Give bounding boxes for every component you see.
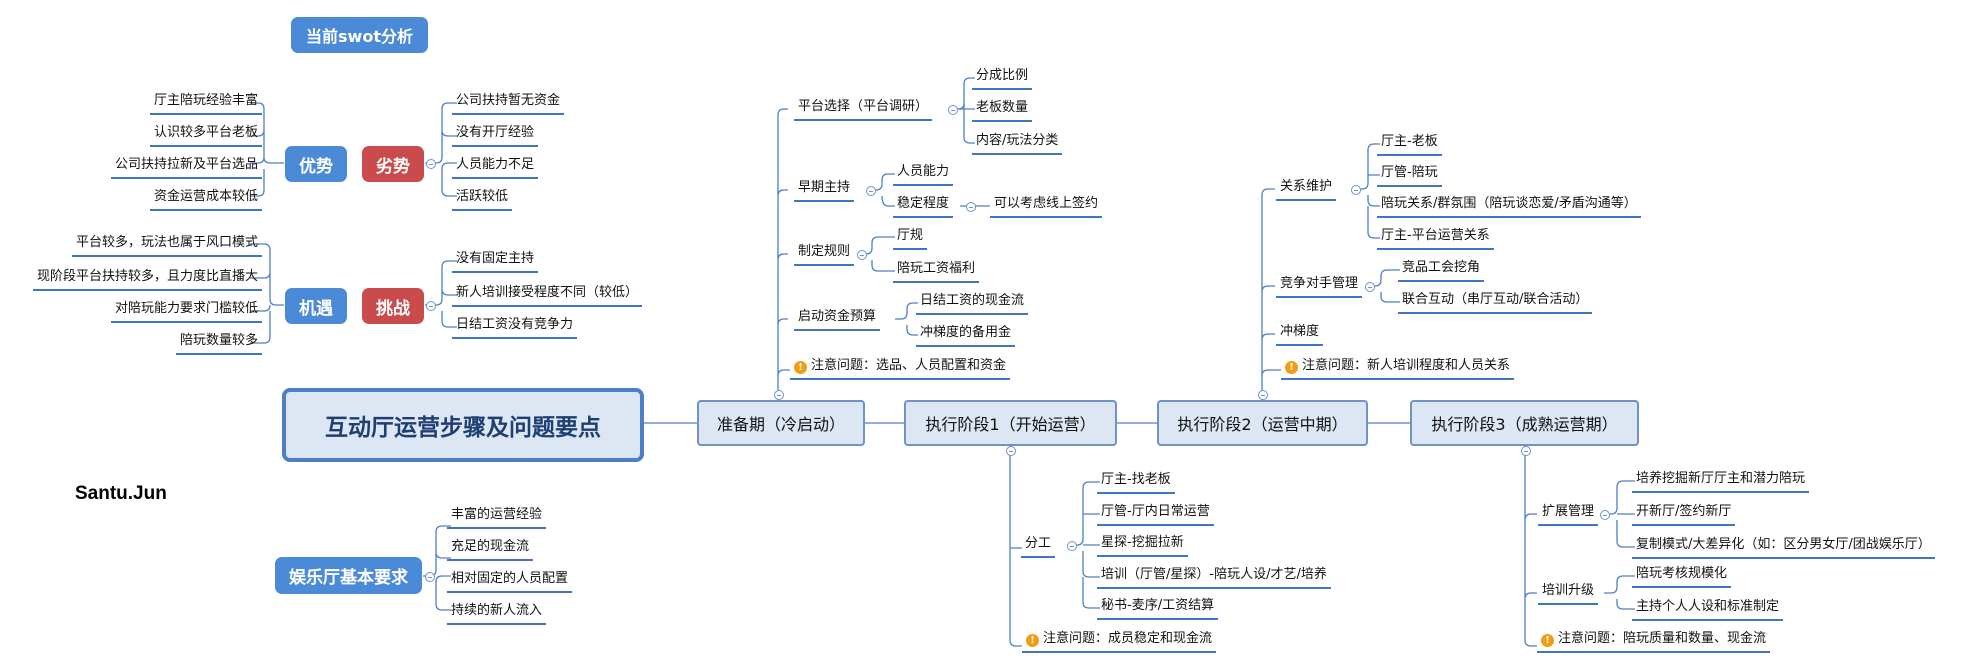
opportunity-item: 陪玩数量较多: [175, 332, 262, 355]
p3-training-item: 陪玩考核规模化: [1632, 565, 1732, 588]
p0-host-item: 稳定程度: [893, 195, 954, 218]
p0-budget-item: 日结工资的现金流: [916, 292, 1029, 315]
collapse-toggle-icon[interactable]: [948, 105, 958, 115]
p0-platform-item: 内容/玩法分类: [972, 132, 1063, 155]
p0-warning-text: 注意问题：选品、人员配置和资金: [811, 358, 1007, 373]
p2-relations-item: 厅主-平台运营关系: [1377, 227, 1494, 250]
p3-warning: ! 注意问题：陪玩质量和数量、现金流: [1537, 630, 1771, 653]
collapse-toggle-icon[interactable]: [1006, 446, 1016, 456]
phase-2-node[interactable]: 执行阶段2（运营中期）: [1157, 400, 1368, 446]
phase-1-node[interactable]: 执行阶段1（开始运营）: [904, 400, 1117, 446]
p2-ladder: 冲梯度: [1276, 323, 1324, 346]
author-name: Santu.Jun: [75, 483, 167, 504]
warning-icon: !: [1285, 361, 1298, 374]
p0-platform-branch: 平台选择（平台调研）: [794, 98, 933, 121]
threat-node[interactable]: 挑战: [362, 288, 424, 324]
collapse-toggle-icon[interactable]: [426, 301, 436, 311]
warning-icon: !: [1026, 634, 1039, 647]
p0-budget-branch: 启动资金预算: [794, 308, 881, 331]
p1-division-item: 秘书-麦序/工资结算: [1097, 597, 1219, 620]
strength-item: 认识较多平台老板: [149, 124, 262, 147]
strength-item: 公司扶持拉新及平台选品: [110, 156, 262, 179]
requirement-item: 丰富的运营经验: [447, 506, 547, 529]
p1-division-item: 厅管-厅内日常运营: [1097, 503, 1214, 526]
p1-warning: ! 注意问题：成员稳定和现金流: [1022, 630, 1217, 653]
collapse-toggle-icon[interactable]: [1351, 185, 1361, 195]
p0-budget-item: 冲梯度的备用金: [916, 324, 1016, 347]
p1-warning-text: 注意问题：成员稳定和现金流: [1043, 631, 1213, 646]
requirement-item: 持续的新人流入: [447, 602, 547, 625]
p0-warning: ! 注意问题：选品、人员配置和资金: [790, 357, 1011, 380]
collapse-toggle-icon[interactable]: [1521, 446, 1531, 456]
p2-warning-text: 注意问题：新人培训程度和人员关系: [1302, 358, 1511, 373]
weakness-item: 活跃较低: [452, 188, 513, 211]
strength-node[interactable]: 优势: [285, 146, 347, 182]
phase-0-node[interactable]: 准备期（冷启动）: [697, 400, 865, 446]
p0-rules-branch: 制定规则: [794, 243, 855, 266]
p3-expand-item: 培养挖掘新厅厅主和潜力陪玩: [1632, 470, 1810, 493]
opportunity-item: 平台较多，玩法也属于风口模式: [71, 234, 262, 257]
p3-expand-item: 开新厅/签约新厅: [1632, 503, 1736, 526]
threat-item: 没有固定主持: [452, 250, 539, 273]
p1-division-item: 星探-挖掘拉新: [1097, 534, 1188, 557]
p0-rules-item: 陪玩工资福利: [893, 260, 980, 283]
weakness-item: 没有开厅经验: [452, 124, 539, 147]
p0-platform-item: 分成比例: [972, 67, 1033, 90]
collapse-toggle-icon[interactable]: [966, 202, 976, 212]
p2-relations-branch: 关系维护: [1276, 178, 1337, 201]
threat-item: 新人培训接受程度不同（较低）: [452, 284, 643, 307]
collapse-toggle-icon[interactable]: [1365, 282, 1375, 292]
weakness-item: 公司扶持暂无资金: [452, 92, 565, 115]
p0-rules-item: 厅规: [893, 227, 928, 250]
strength-item: 资金运营成本较低: [149, 188, 262, 211]
warning-icon: !: [794, 361, 807, 374]
requirement-item: 相对固定的人员配置: [447, 570, 573, 593]
p2-relations-item: 厅管-陪玩: [1377, 164, 1442, 187]
p3-expand-branch: 扩展管理: [1538, 503, 1599, 526]
requirement-item: 充足的现金流: [447, 538, 534, 561]
collapse-toggle-icon[interactable]: [425, 572, 435, 582]
p2-relations-item: 厅主-老板: [1377, 133, 1442, 156]
collapse-toggle-icon[interactable]: [1067, 541, 1077, 551]
collapse-toggle-icon[interactable]: [426, 159, 436, 169]
collapse-toggle-icon[interactable]: [866, 186, 876, 196]
threat-item: 日结工资没有竞争力: [452, 316, 578, 339]
warning-icon: !: [1541, 634, 1554, 647]
phase-3-node[interactable]: 执行阶段3（成熟运营期）: [1410, 400, 1639, 446]
collapse-toggle-icon[interactable]: [1258, 390, 1268, 400]
p2-competition-item: 联合互动（串厅互动/联合活动）: [1398, 291, 1593, 314]
opportunity-item: 对陪玩能力要求门槛较低: [110, 300, 262, 323]
p1-division-branch: 分工: [1021, 535, 1056, 558]
main-topic[interactable]: 互动厅运营步骤及问题要点: [282, 388, 644, 462]
collapse-toggle-icon[interactable]: [857, 250, 867, 260]
p3-training-branch: 培训升级: [1538, 582, 1599, 605]
p3-expand-item: 复制模式/大差异化（如：区分男女厅/团战娱乐厅）: [1632, 536, 1935, 559]
p0-host-branch: 早期主持: [794, 179, 855, 202]
weakness-node[interactable]: 劣势: [362, 146, 424, 182]
swot-title: 当前swot分析: [291, 17, 428, 53]
opportunity-node[interactable]: 机遇: [285, 288, 347, 324]
p0-host-item: 人员能力: [893, 163, 954, 186]
collapse-toggle-icon[interactable]: [774, 390, 784, 400]
opportunity-item: 现阶段平台扶持较多，且力度比直播大: [32, 268, 262, 291]
p2-competition-item: 竞品工会挖角: [1398, 259, 1485, 282]
collapse-toggle-icon[interactable]: [1600, 510, 1610, 520]
p1-division-item: 厅主-找老板: [1097, 471, 1175, 494]
strength-item: 厅主陪玩经验丰富: [149, 92, 262, 115]
p3-warning-text: 注意问题：陪玩质量和数量、现金流: [1558, 631, 1767, 646]
p3-training-item: 主持个人人设和标准制定: [1632, 598, 1784, 621]
p2-relations-item: 陪玩关系/群氛围（陪玩谈恋爱/矛盾沟通等）: [1377, 195, 1641, 218]
p0-host-note: 可以考虑线上签约: [990, 195, 1103, 218]
requirements-node[interactable]: 娱乐厅基本要求: [275, 557, 422, 594]
p0-platform-item: 老板数量: [972, 99, 1033, 122]
p2-warning: ! 注意问题：新人培训程度和人员关系: [1281, 357, 1515, 380]
weakness-item: 人员能力不足: [452, 156, 539, 179]
p1-division-item: 培训（厅管/星探）-陪玩人设/才艺/培养: [1097, 566, 1331, 589]
p2-competition-branch: 竞争对手管理: [1276, 275, 1363, 298]
